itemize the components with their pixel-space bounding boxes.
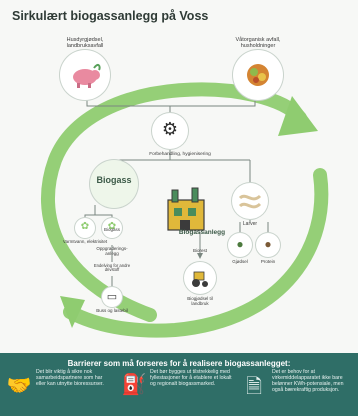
diagram-title: Sirkulært biogassanlegg på Voss bbox=[12, 9, 209, 23]
drive-label: Endelving for andre drivstoff bbox=[93, 263, 131, 273]
heat-node bbox=[75, 218, 95, 238]
biogjodsel-label: Biogjødsel til landbruk bbox=[187, 296, 213, 306]
larver-label: Larver bbox=[242, 221, 258, 227]
pellets-icon: ● bbox=[236, 237, 244, 251]
bus-node bbox=[102, 287, 122, 307]
food-waste-label: Våtorganisk avfall, husholdninger bbox=[235, 37, 281, 49]
barrier-text-2: Det bør bygges ut tilstrekkelig med fyll… bbox=[150, 369, 232, 387]
gjodsel-node bbox=[228, 233, 252, 257]
fuel-station-icon: ⛽ bbox=[121, 374, 147, 396]
larver-node bbox=[232, 183, 268, 219]
barrier-text-1: Det blir viktig å sikre nok samarbeidspa… bbox=[36, 369, 104, 387]
process-label: Forbehandling, hygienisering bbox=[149, 152, 211, 157]
farm-label: Husdyrgjødsel, landbruksavfall bbox=[66, 37, 104, 49]
biorest-label: Biorest bbox=[192, 248, 207, 253]
biogas-label: Biogass bbox=[96, 175, 132, 185]
plant-label: Biogassanlegg bbox=[178, 229, 226, 236]
gears-icon: ⚙ bbox=[161, 119, 179, 139]
handshake-icon: 🤝 bbox=[6, 375, 32, 397]
protein-icon: ● bbox=[264, 237, 272, 251]
process-node bbox=[152, 113, 188, 149]
factory-icon bbox=[167, 187, 205, 231]
bus-icon: ▭ bbox=[106, 291, 118, 303]
gjodsel-label: Gjødsel bbox=[232, 259, 248, 264]
biogas-node bbox=[90, 160, 138, 208]
heat-icon: ✿ bbox=[80, 221, 90, 232]
bus-label: Buss og lastebil bbox=[96, 308, 128, 313]
upgrade-label: Oppgraderings-anlegg bbox=[96, 246, 128, 256]
barriers-heading: Barrierer som må forseres for å realiser… bbox=[67, 359, 291, 368]
heat-label: Varmtvann, elektrisitet bbox=[62, 239, 108, 244]
flow-arrows bbox=[41, 82, 329, 338]
document-money-icon: 🗎 bbox=[245, 376, 263, 398]
pig-icon bbox=[73, 63, 101, 88]
protein-label: Protein bbox=[260, 259, 276, 264]
gas-icon: ✿ bbox=[107, 221, 117, 232]
larvae-icon bbox=[238, 194, 262, 209]
food-waste-icon bbox=[247, 64, 269, 86]
barrier-text-3: Det er behov for at virkemiddelapparatet… bbox=[272, 369, 344, 393]
gas-node bbox=[102, 218, 122, 238]
barriers-panel bbox=[0, 353, 358, 416]
gas-label: Biogass bbox=[103, 227, 120, 232]
protein-node bbox=[256, 233, 280, 257]
tractor-icon bbox=[192, 271, 208, 287]
